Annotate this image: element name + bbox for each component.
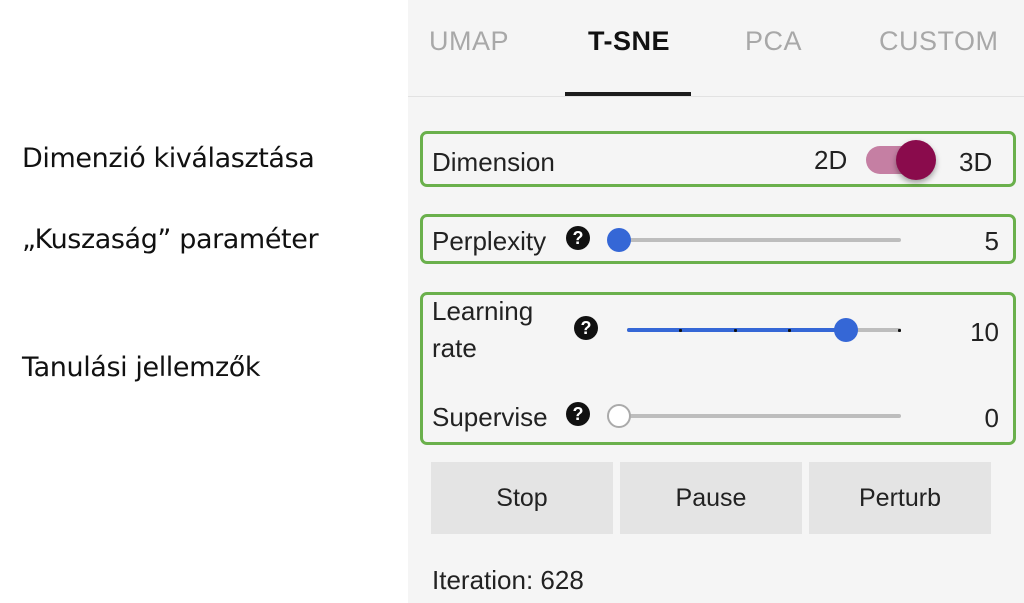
dimension-label: Dimension	[432, 147, 555, 177]
stop-button[interactable]: Stop	[431, 462, 613, 534]
perplexity-help-icon[interactable]: ?	[566, 226, 590, 250]
learning-rate-slider[interactable]	[627, 315, 901, 345]
dimension-toggle-knob[interactable]	[896, 140, 936, 180]
perplexity-value: 5	[984, 226, 999, 256]
dimension-option-2d[interactable]: 2D	[814, 145, 848, 175]
annotation-learning: Tanulási jellemzők	[22, 352, 261, 383]
annotation-dimension: Dimenzió kiválasztása	[22, 143, 315, 174]
learning-rate-value: 10	[970, 317, 999, 347]
learning-rate-help-icon[interactable]: ?	[574, 316, 598, 340]
learning-group: Learning rate ? 10 Supervise ? 0	[420, 292, 1016, 445]
learning-rate-label-line1: Learning	[432, 296, 534, 326]
perturb-button[interactable]: Perturb	[809, 462, 991, 534]
learning-rate-label-line2: rate	[432, 333, 477, 363]
slider-thumb[interactable]	[834, 318, 859, 342]
supervise-value: 0	[984, 403, 999, 433]
slider-tick	[898, 329, 901, 332]
active-tab-indicator	[565, 92, 691, 96]
slider-thumb[interactable]	[607, 404, 631, 428]
dimension-group: Dimension 2D 3D	[420, 131, 1016, 187]
tab-tsne[interactable]: T-SNE	[588, 26, 671, 56]
dimension-toggle[interactable]	[866, 140, 936, 180]
slider-rail	[619, 414, 901, 418]
supervise-help-icon[interactable]: ?	[566, 402, 590, 426]
tab-custom[interactable]: CUSTOM	[879, 26, 999, 56]
slider-tick	[733, 329, 737, 332]
perplexity-slider[interactable]	[607, 225, 901, 255]
tab-pca[interactable]: PCA	[745, 26, 803, 56]
perplexity-label: Perplexity	[432, 226, 547, 256]
perplexity-group: Perplexity ? 5	[420, 214, 1016, 264]
slider-rail	[619, 238, 901, 242]
supervise-slider[interactable]	[607, 401, 901, 431]
projection-panel: UMAP T-SNE PCA CUSTOM Dimension 2D 3D Pe…	[408, 0, 1024, 603]
projection-tabs: UMAP T-SNE PCA CUSTOM	[408, 0, 1024, 97]
iteration-counter: Iteration: 628	[432, 565, 584, 595]
slider-thumb[interactable]	[607, 228, 631, 252]
slider-tick	[788, 329, 792, 332]
supervise-label: Supervise	[432, 402, 548, 432]
slider-tick	[678, 329, 682, 332]
pause-button[interactable]: Pause	[620, 462, 802, 534]
tab-umap[interactable]: UMAP	[429, 26, 510, 56]
dimension-option-3d[interactable]: 3D	[959, 147, 993, 177]
annotation-perplexity: „Kuszaság” paraméter	[22, 224, 319, 255]
slider-fill	[627, 328, 847, 332]
